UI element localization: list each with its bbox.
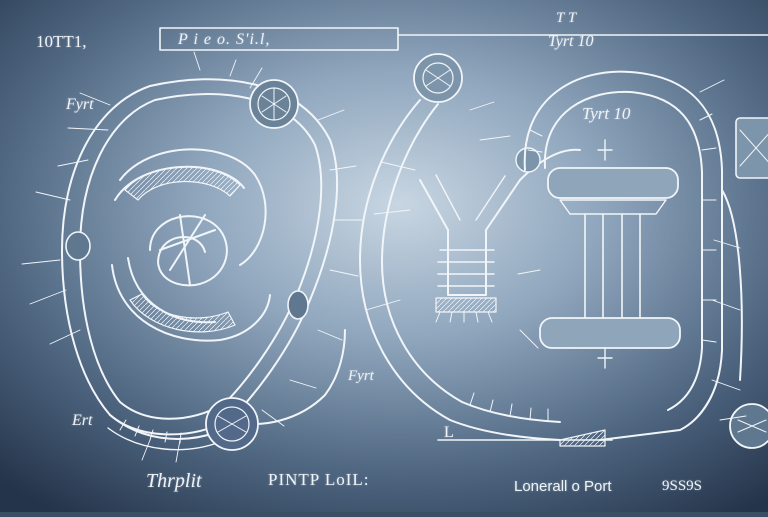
middle-tube-figure (359, 53, 581, 441)
signature: Thrplit (146, 470, 202, 492)
leader-lines (21, 51, 747, 463)
sheet-mark: T T (556, 10, 577, 26)
figure-label-middle: Fyrt (348, 368, 374, 384)
title-frame (159, 27, 768, 51)
right-capsule-figure (523, 70, 768, 449)
title-box-text: P i e o. S'i.l, (178, 31, 271, 48)
figure-label-bottom-left: Ert (72, 412, 93, 429)
left-loop-figure (61, 78, 346, 451)
sheet-reference: Tyrt 10 (548, 33, 594, 50)
figure-label-left: Fyrt (66, 96, 94, 113)
corner-number: 10TT1, (36, 32, 87, 51)
bottom-number: 9SS9S (662, 478, 703, 494)
mark-l: L (444, 424, 454, 441)
bottom-right-caption: Lonerall o Port (514, 478, 612, 495)
bottom-caption: PINTP LoIL: (268, 470, 370, 489)
figure-label-right: Tyrt 10 (582, 104, 631, 123)
